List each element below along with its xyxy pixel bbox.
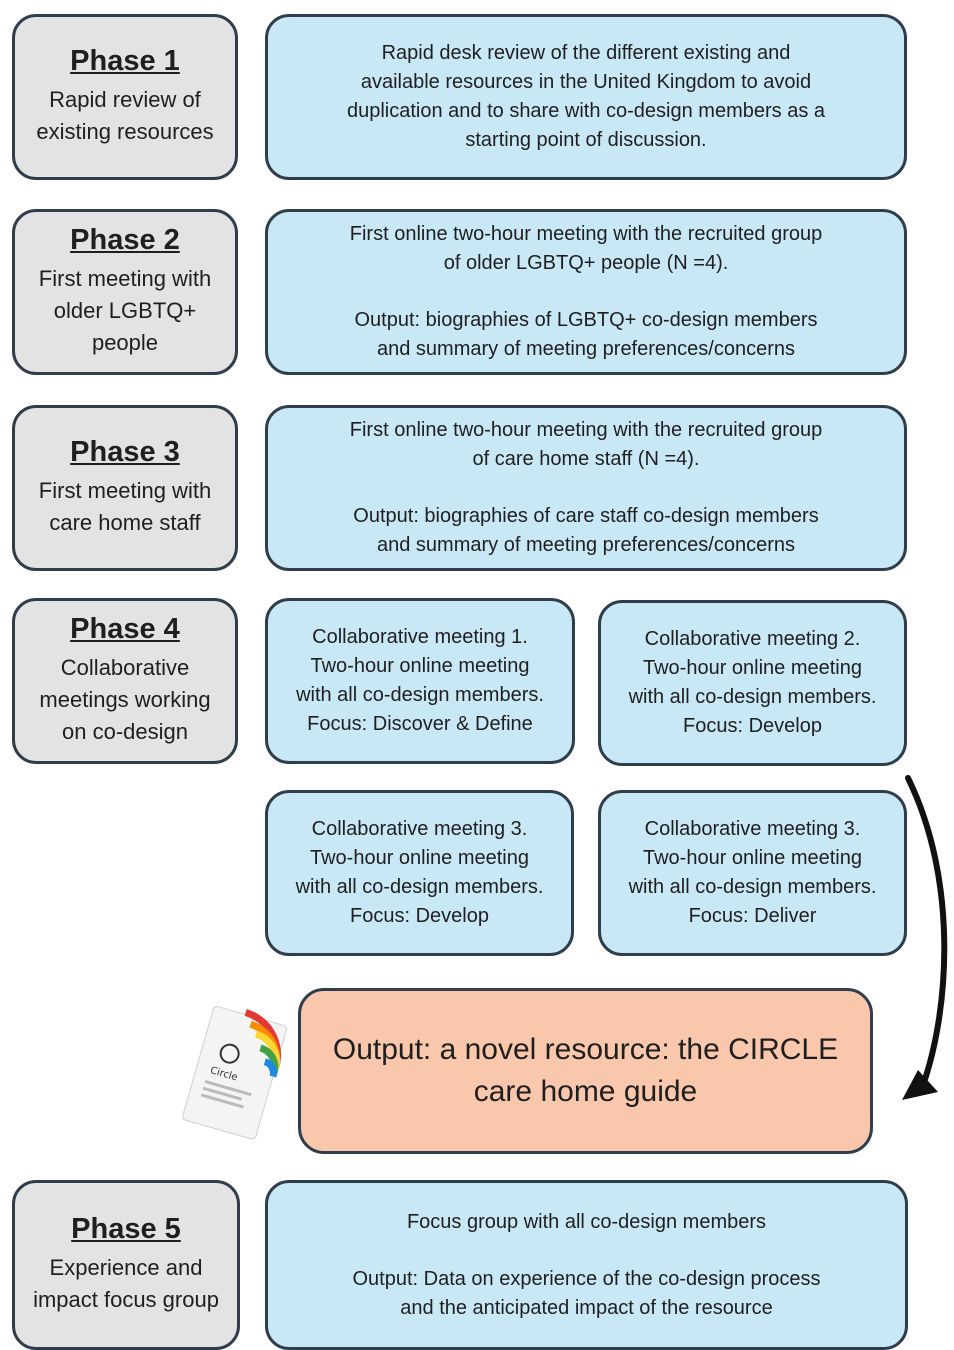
meeting-1-line-3: with all co-design members. [296,684,544,706]
phase-1-subtitle: Rapid review of existing resources [36,86,214,144]
phase-5-line-3: and the anticipated impact of the resour… [400,1296,773,1319]
meeting-3-box: Collaborative meeting 3. Two-hour online… [265,790,574,956]
phase-4-subtitle: Collaborative meetings working on co-des… [39,654,211,744]
phase-3-description: First online two-hour meeting with the r… [265,405,907,571]
meeting-3-line-2: Two-hour online meeting [309,847,529,869]
meeting-4-line-2: Two-hour online meeting [642,847,862,869]
phase-5-box: Phase 5 Experience and impact focus grou… [12,1180,240,1350]
phase-2-line-4: and summary of meeting preferences/conce… [377,338,795,360]
meeting-4-line-4: Focus: Deliver [688,905,817,927]
meeting-1-line-1: Collaborative meeting 1. [312,626,528,648]
phase-3-line-1: First online two-hour meeting with the r… [349,419,823,441]
phase-3-line-3: Output: biographies of care staff co-des… [353,505,819,527]
meeting-3-line-3: with all co-design members. [295,876,544,898]
circle-guide-image: Circle [182,1006,287,1140]
phase-2-subtitle: First meeting with older LGBTQ+ people [38,265,212,355]
phase-2-title: Phase 2 [70,224,180,257]
meeting-1-box: Collaborative meeting 1. Two-hour online… [265,598,575,764]
meeting-1-line-4: Focus: Discover & Define [307,713,533,735]
phase-1-description: Rapid desk review of the different exist… [265,14,907,180]
phase-1-box: Phase 1 Rapid review of existing resourc… [12,14,238,180]
phase-5-description: Focus group with all co-design members O… [265,1180,908,1350]
output-box: Output: a novel resource: the CIRCLE car… [298,988,873,1154]
phase-5-subtitle: Experience and impact focus group [33,1254,219,1312]
meeting-2-line-3: with all co-design members. [628,686,877,708]
meeting-3-line-4: Focus: Develop [350,905,489,927]
phase-3-subtitle: First meeting with care home staff [38,477,212,535]
phase-2-line-1: First online two-hour meeting with the r… [349,223,823,245]
phase-1-line-1: Rapid desk review of the different exist… [381,42,791,64]
meeting-3-line-1: Collaborative meeting 3. [311,818,528,840]
phase-2-line-2: of older LGBTQ+ people (N =4). [443,252,729,274]
meeting-2-box: Collaborative meeting 2. Two-hour online… [598,600,907,766]
phase-2-line-3: Output: biographies of LGBTQ+ co-design … [354,309,818,331]
output-text: Output: a novel resource: the CIRCLE car… [332,1033,839,1108]
phase-5-line-2: Output: Data on experience of the co-des… [352,1267,821,1290]
phase-3-line-2: of care home staff (N =4). [472,448,700,470]
meeting-4-box: Collaborative meeting 3. Two-hour online… [598,790,907,956]
phase-4-title: Phase 4 [70,613,180,646]
phase-1-title: Phase 1 [70,45,180,78]
meeting-2-line-4: Focus: Develop [683,715,822,737]
meeting-2-line-2: Two-hour online meeting [642,657,862,679]
phase-2-description: First online two-hour meeting with the r… [265,209,907,375]
phase-3-title: Phase 3 [70,436,180,469]
phase-1-line-3: duplication and to share with co-design … [346,100,826,122]
phase-5-line-1: Focus group with all co-design members [406,1210,767,1233]
phase-1-line-2: available resources in the United Kingdo… [360,71,812,93]
phase-4-box: Phase 4 Collaborative meetings working o… [12,598,238,764]
phase-3-line-4: and summary of meeting preferences/conce… [377,534,795,556]
phase-3-box: Phase 3 First meeting with care home sta… [12,405,238,571]
phase-2-box: Phase 2 First meeting with older LGBTQ+ … [12,209,238,375]
meeting-2-line-1: Collaborative meeting 2. [644,628,861,650]
meeting-4-line-1: Collaborative meeting 3. [644,818,861,840]
phase-1-line-4: starting point of discussion. [465,129,707,151]
meeting-4-line-3: with all co-design members. [628,876,877,898]
meeting-1-line-2: Two-hour online meeting [310,655,530,677]
phase-5-title: Phase 5 [71,1213,181,1246]
